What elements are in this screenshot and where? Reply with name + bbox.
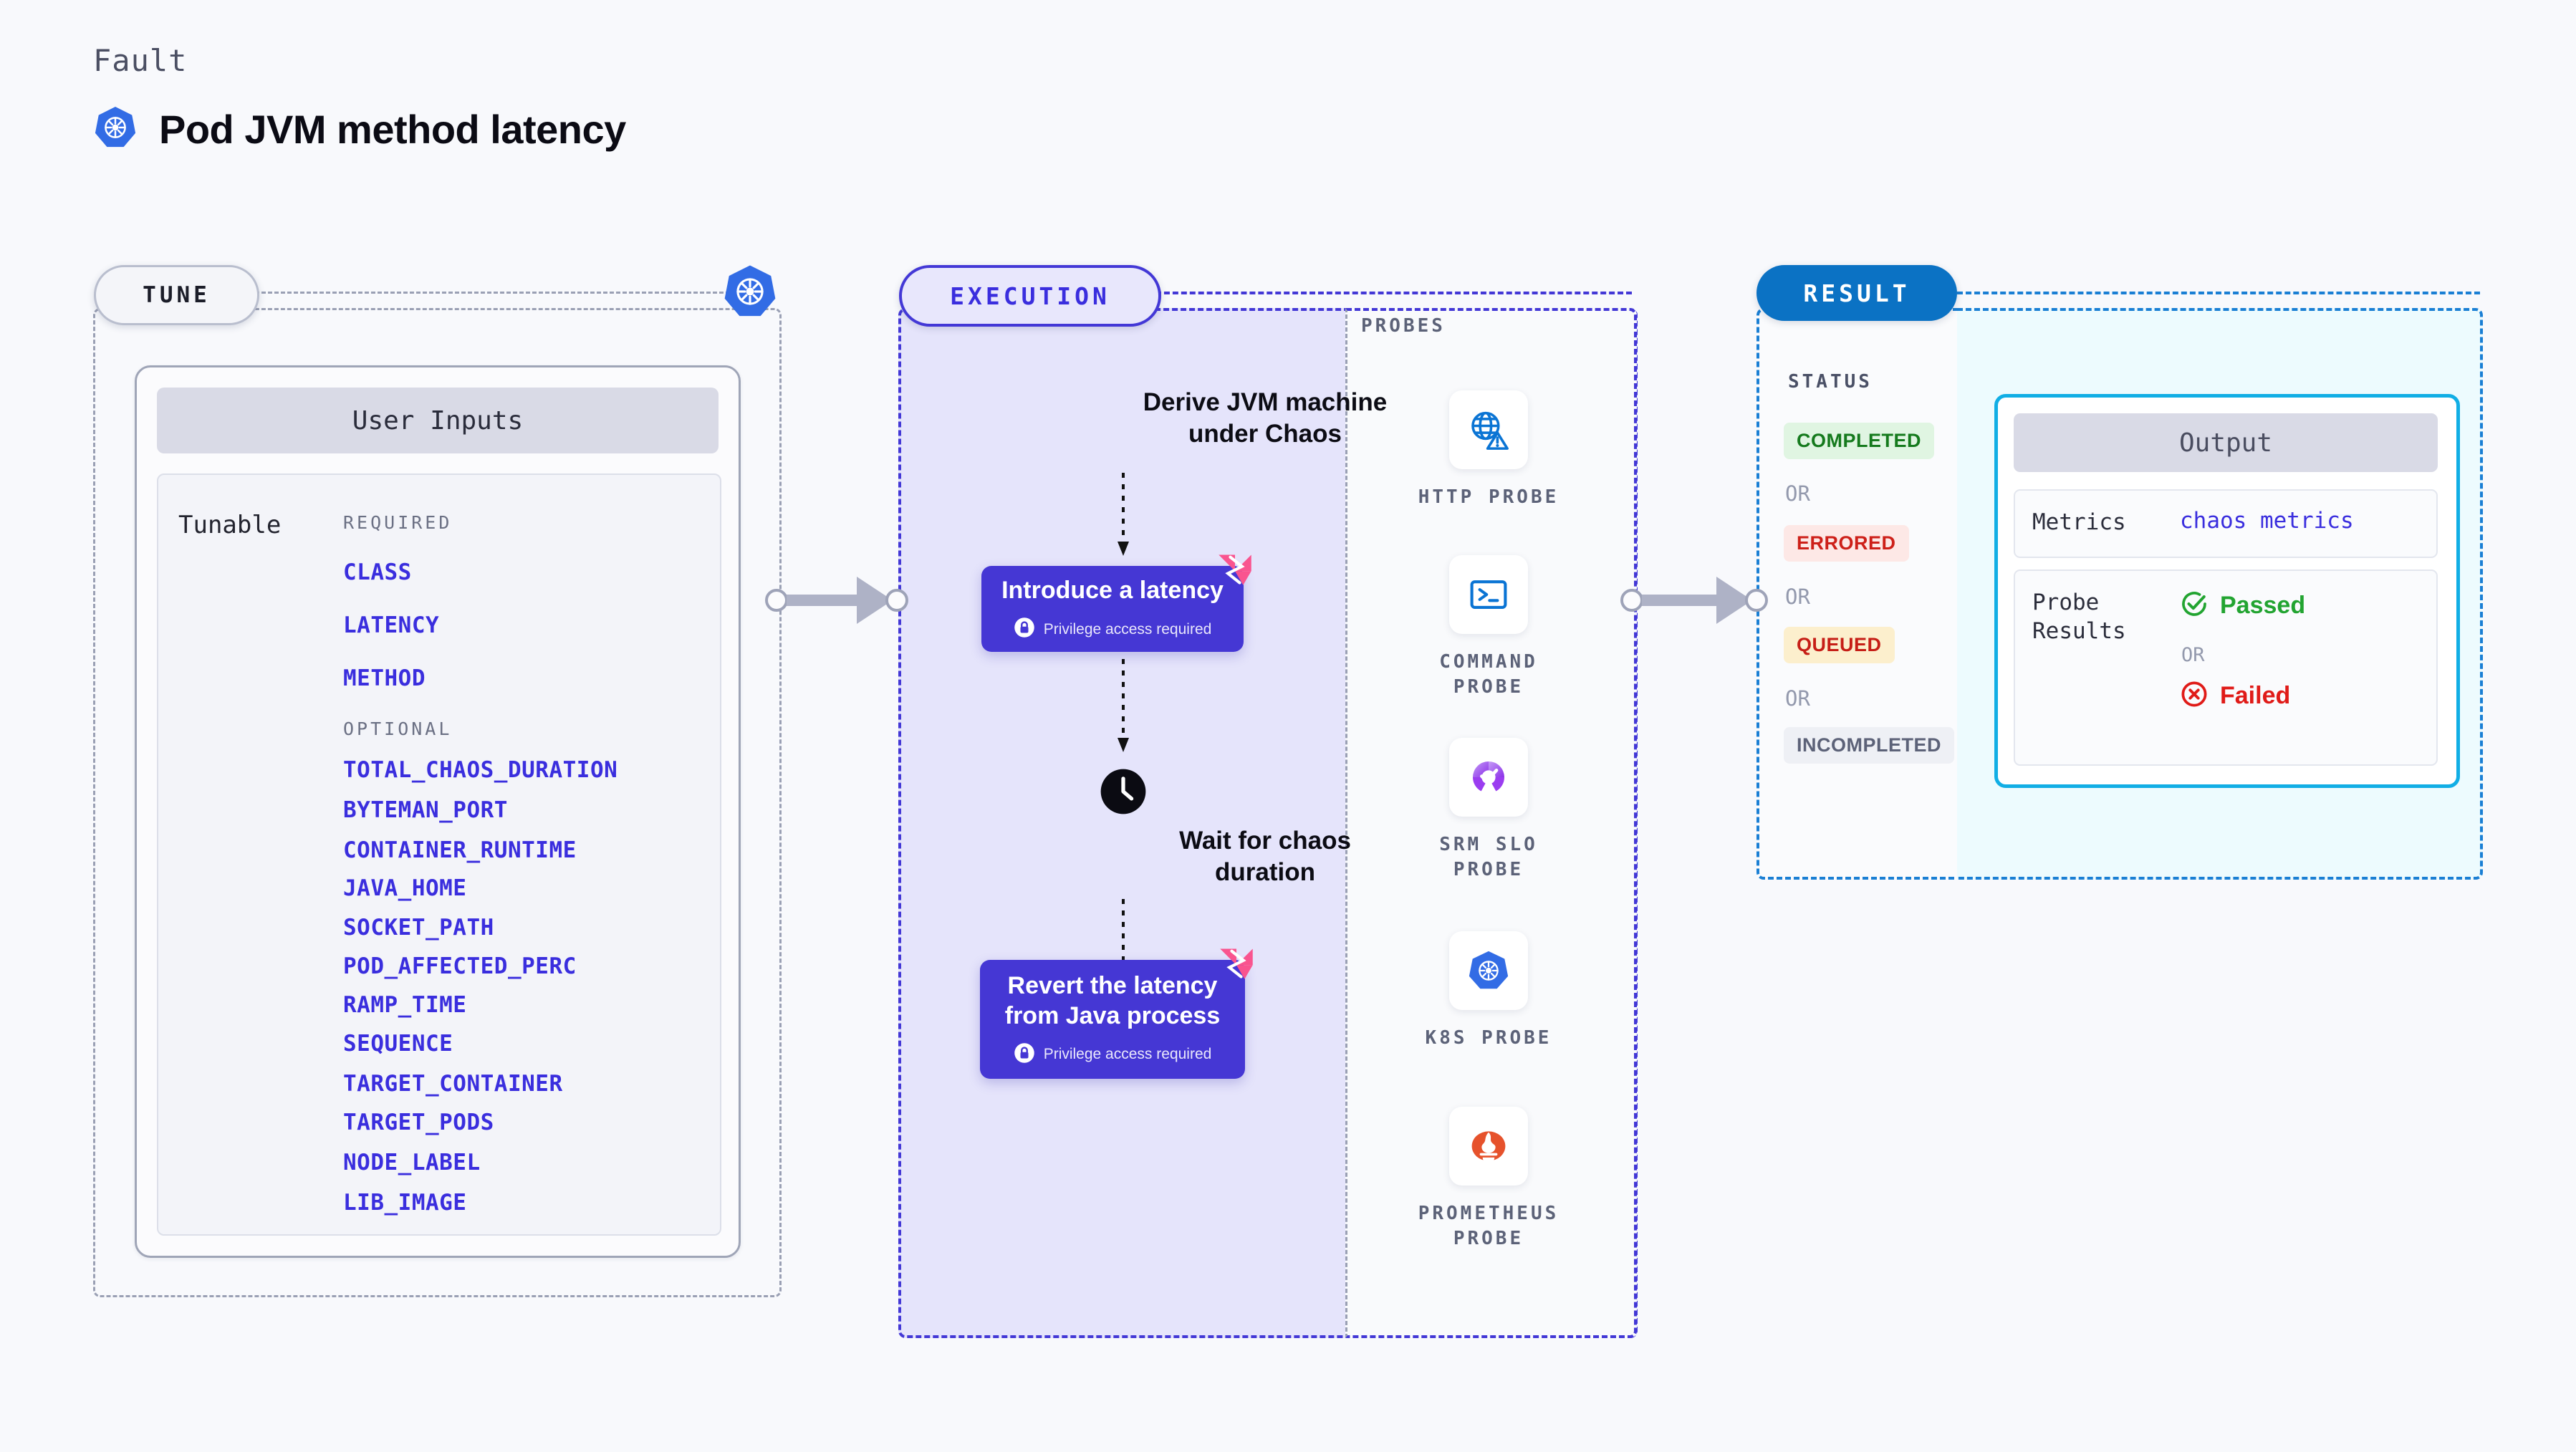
x-circle-icon — [2180, 680, 2209, 712]
execution-box-revert-latency[interactable]: Revert the latency from Java process Pri… — [980, 948, 1253, 1079]
param-node-label[interactable]: NODE_LABEL — [343, 1150, 481, 1175]
tunable-box: Tunable REQUIRED CLASS LATENCY METHOD OP… — [157, 473, 721, 1236]
probe-verdict-failed: Failed — [2180, 680, 2290, 712]
kubernetes-icon — [93, 105, 138, 153]
param-ramp-time[interactable]: RAMP_TIME — [343, 992, 467, 1018]
param-latency[interactable]: LATENCY — [343, 612, 440, 638]
probe-results-row: Probe Results Passed OR Failed — [2014, 569, 2438, 766]
probes-title: PROBES — [1361, 315, 1446, 337]
globe-warning-icon — [1449, 390, 1528, 469]
arrow-derive-to-introduce — [1118, 473, 1129, 556]
probe-command[interactable]: COMMAND PROBE — [1345, 555, 1632, 700]
execution-box-introduce-latency[interactable]: Introduce a latency Privilege access req… — [981, 554, 1251, 652]
result-dashed-connector — [1957, 292, 2480, 294]
connector-execution-to-result — [1620, 577, 1768, 624]
connector-tune-to-execution — [765, 577, 908, 624]
privilege-note-text: Privilege access required — [1043, 1046, 1212, 1063]
param-target-pods[interactable]: TARGET_PODS — [343, 1110, 494, 1135]
status-title: STATUS — [1788, 371, 1873, 393]
introduce-latency-title: Introduce a latency — [1001, 576, 1224, 604]
param-pod-affected-perc[interactable]: POD_AFFECTED_PERC — [343, 953, 577, 979]
execution-step-derive-jvm: Derive JVM machine under Chaos — [1143, 388, 1388, 448]
prometheus-icon — [1449, 1107, 1528, 1186]
privilege-note-text: Privilege access required — [1043, 620, 1212, 638]
probe-label: COMMAND PROBE — [1439, 651, 1538, 698]
kubernetes-icon — [722, 264, 778, 319]
param-java-home[interactable]: JAVA_HOME — [343, 875, 467, 901]
page-header: Fault Pod JVM method latency — [93, 43, 626, 153]
check-circle-icon — [2180, 590, 2209, 622]
param-container-runtime[interactable]: CONTAINER_RUNTIME — [343, 837, 577, 863]
required-heading: REQUIRED — [343, 512, 453, 533]
output-title: Output — [2014, 413, 2438, 472]
status-badge-incompleted: INCOMPLETED — [1784, 727, 1955, 764]
connector-start-dot — [1620, 589, 1643, 612]
probe-label: HTTP PROBE — [1418, 486, 1559, 508]
page-title: Pod JVM method latency — [159, 107, 626, 152]
connector-start-dot — [765, 589, 788, 612]
arrow-introduce-to-wait — [1118, 659, 1129, 752]
execution-step-wait: Wait for chaos duration — [1179, 827, 1351, 886]
param-sequence[interactable]: SEQUENCE — [343, 1031, 453, 1057]
chaos-fault-icon — [1218, 944, 1255, 981]
status-badge-queued: QUEUED — [1784, 627, 1895, 663]
tunable-label: Tunable — [178, 511, 282, 539]
tune-region — [93, 308, 782, 1297]
probe-label: PROMETHEUS PROBE — [1418, 1203, 1559, 1250]
execution-dashed-connector — [1155, 292, 1632, 294]
connector-bar — [787, 595, 860, 606]
param-byteman-port[interactable]: BYTEMAN_PORT — [343, 797, 508, 823]
lock-icon — [1014, 1042, 1035, 1067]
output-card: Output Metrics chaos metrics Probe Resul… — [1994, 394, 2460, 788]
status-badge-errored: ERRORED — [1784, 525, 1909, 562]
breadcrumb-fault: Fault — [93, 43, 188, 78]
connector-end-dot — [1745, 589, 1768, 612]
or-label: OR — [1785, 481, 1810, 506]
probe-verdict-passed: Passed — [2180, 590, 2305, 622]
kubernetes-icon — [1449, 931, 1528, 1010]
srm-slo-icon — [1449, 738, 1528, 817]
passed-label: Passed — [2220, 592, 2306, 619]
result-pill[interactable]: RESULT — [1756, 265, 1957, 321]
probe-k8s[interactable]: K8S PROBE — [1345, 931, 1632, 1051]
chaos-fault-icon — [1216, 550, 1254, 587]
failed-label: Failed — [2220, 682, 2291, 709]
probe-results-key: Probe Results — [2032, 590, 2126, 645]
metrics-value[interactable]: chaos metrics — [2180, 508, 2354, 534]
user-inputs-title: User Inputs — [157, 388, 719, 453]
probe-srm-slo[interactable]: SRM SLO PROBE — [1345, 738, 1632, 883]
connector-end-dot — [885, 589, 908, 612]
privilege-note: Privilege access required — [1014, 617, 1212, 642]
param-method[interactable]: METHOD — [343, 665, 426, 691]
status-badge-completed: COMPLETED — [1784, 423, 1935, 459]
revert-latency-title: Revert the latency from Java process — [1004, 972, 1221, 1029]
or-label: OR — [2181, 644, 2205, 666]
or-label: OR — [1785, 686, 1810, 711]
lock-icon — [1014, 617, 1035, 642]
user-inputs-card: User Inputs Tunable REQUIRED CLASS LATEN… — [135, 365, 741, 1258]
metrics-key: Metrics — [2032, 509, 2126, 535]
clock-icon — [1100, 768, 1147, 819]
terminal-icon — [1449, 555, 1528, 634]
connector-bar — [1642, 595, 1719, 606]
metrics-row: Metrics chaos metrics — [2014, 489, 2438, 558]
tune-dashed-connector — [255, 292, 749, 294]
param-socket-path[interactable]: SOCKET_PATH — [343, 915, 494, 941]
execution-pill[interactable]: EXECUTION — [899, 265, 1161, 327]
probe-label: SRM SLO PROBE — [1439, 834, 1538, 881]
probe-prometheus[interactable]: PROMETHEUS PROBE — [1345, 1107, 1632, 1251]
optional-heading: OPTIONAL — [343, 718, 453, 739]
privilege-note: Privilege access required — [1014, 1042, 1212, 1067]
param-target-container[interactable]: TARGET_CONTAINER — [343, 1071, 563, 1097]
param-total-chaos-duration[interactable]: TOTAL_CHAOS_DURATION — [343, 757, 618, 783]
or-label: OR — [1785, 585, 1810, 609]
param-lib-image[interactable]: LIB_IMAGE — [343, 1190, 467, 1216]
probe-label: K8S PROBE — [1425, 1027, 1552, 1049]
page-title-row: Pod JVM method latency — [93, 105, 626, 153]
param-class[interactable]: CLASS — [343, 559, 412, 585]
probe-http[interactable]: HTTP PROBE — [1345, 390, 1632, 510]
tune-pill[interactable]: TUNE — [94, 265, 259, 325]
